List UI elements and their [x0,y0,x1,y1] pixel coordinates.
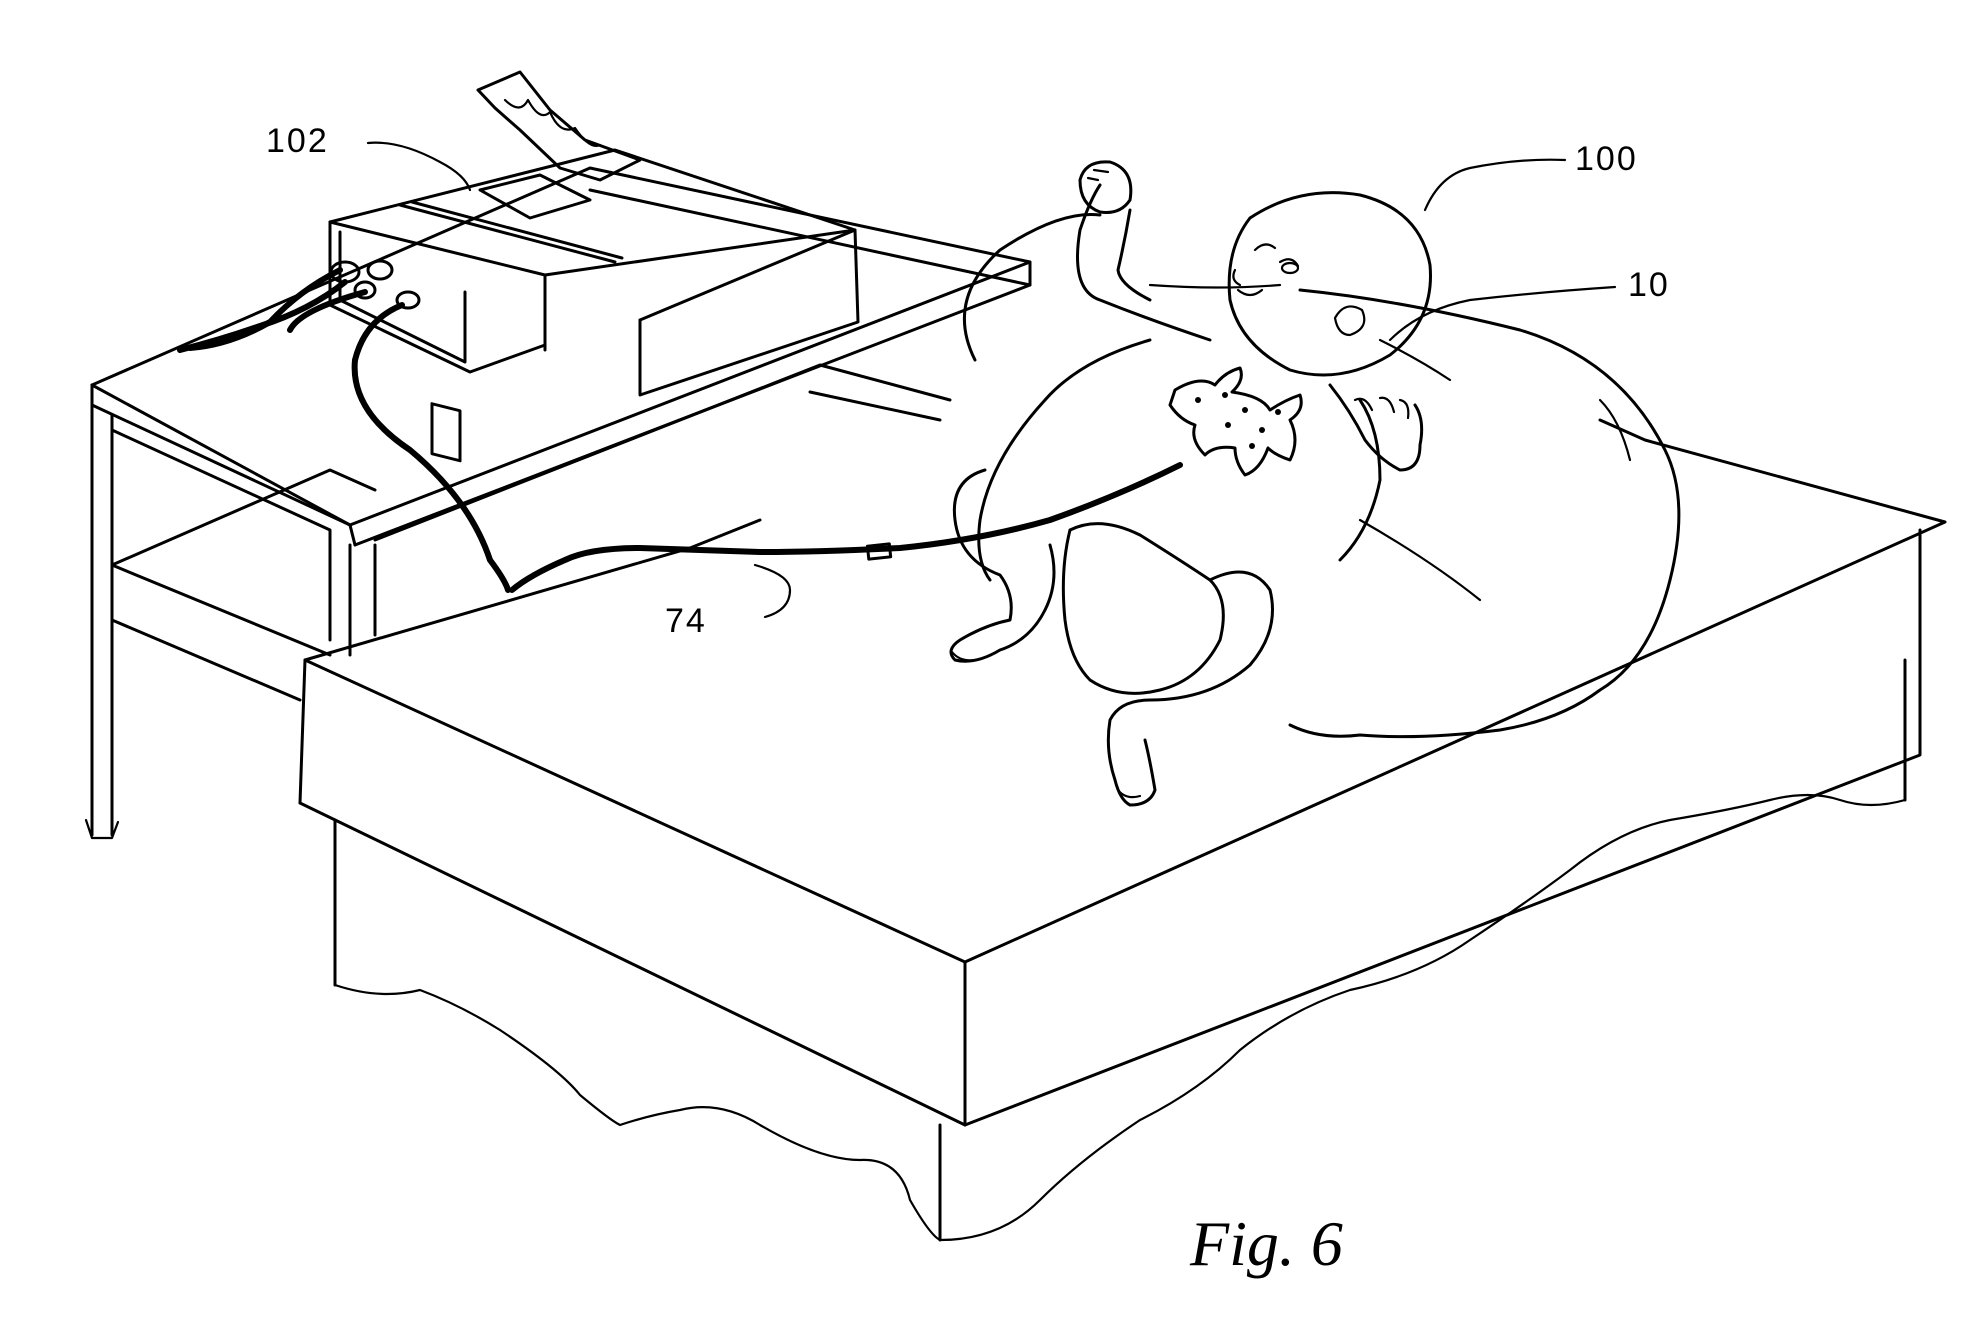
figure-caption: Fig. 6 [1189,1208,1343,1279]
label-102: 102 [266,122,329,160]
cable-connector [865,542,893,561]
leader-lines [366,141,1617,619]
monitor-unit [328,70,860,463]
bed [298,418,1947,1242]
infant [949,160,1432,807]
pillow [962,212,1681,739]
monitor-wires [177,267,511,593]
sensor-cable [509,462,1183,593]
label-100: 100 [1575,140,1638,178]
label-74: 74 [665,602,707,640]
side-table [84,166,1032,840]
label-10: 10 [1628,266,1670,304]
